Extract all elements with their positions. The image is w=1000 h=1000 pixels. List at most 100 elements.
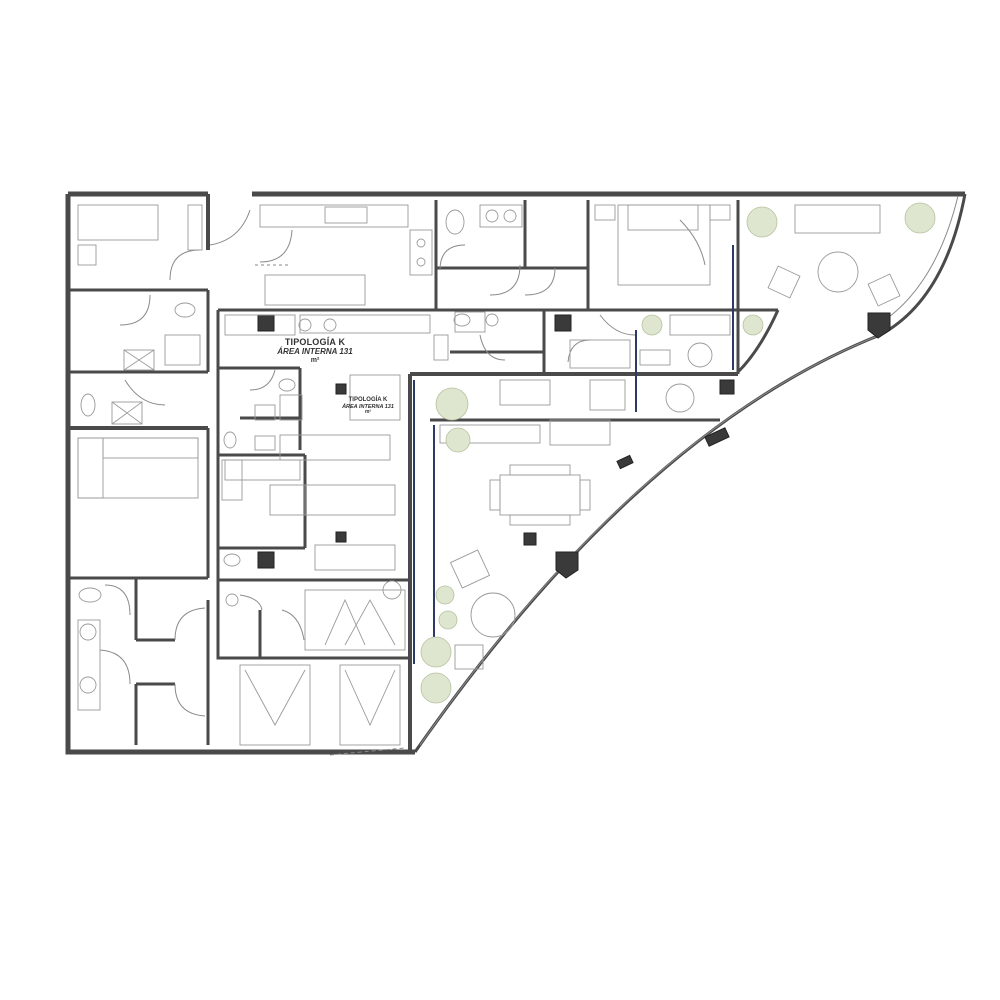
kitchen-counter — [259, 204, 409, 228]
door-swing — [169, 249, 201, 281]
kitchen-island — [264, 274, 366, 306]
column — [523, 532, 537, 546]
unit-area: ÁREA INTERNA 131 — [342, 403, 394, 410]
bed — [239, 664, 311, 746]
toilet — [453, 313, 471, 327]
plant-icon — [641, 314, 663, 336]
interior-walls — [68, 200, 780, 752]
plant-icon — [438, 610, 458, 630]
door-swing — [239, 594, 263, 611]
sofa-arm — [221, 459, 243, 501]
bed — [617, 204, 711, 286]
door-swing — [599, 314, 636, 336]
planters — [420, 202, 936, 704]
door-swing — [479, 334, 506, 361]
counter — [224, 314, 296, 336]
shower — [254, 404, 276, 421]
door-swing — [489, 264, 521, 296]
chair-row — [509, 514, 571, 526]
round-table — [665, 383, 695, 413]
doors — [99, 209, 706, 756]
shower — [111, 401, 143, 425]
unit-area: ÁREA INTERNA 131 — [277, 347, 353, 357]
column — [335, 383, 347, 395]
coffee-table — [269, 484, 306, 516]
bathtub — [279, 394, 303, 421]
unit-label-main: TIPOLOGÍA K ÁREA INTERNA 131 m² — [250, 337, 380, 365]
round-rug — [817, 251, 859, 293]
sink — [79, 623, 97, 641]
vanity — [454, 311, 486, 333]
armchair — [454, 644, 484, 670]
door-swing — [281, 609, 305, 641]
coffee-table — [687, 342, 713, 368]
sink — [79, 676, 97, 694]
exterior-walls — [65, 191, 967, 755]
basin — [485, 209, 499, 223]
central-unit-furniture — [221, 311, 499, 746]
plant-icon — [445, 427, 471, 453]
plant-icon — [435, 387, 469, 421]
sofa — [669, 314, 731, 336]
door-swing — [524, 267, 556, 296]
door-swing — [99, 649, 131, 685]
door-swing — [439, 244, 466, 271]
double-sink — [479, 204, 523, 228]
unit-label-secondary: TIPOLOGÍA K ÁREA INTERNA 131 m² — [318, 397, 418, 416]
nightstand — [709, 204, 731, 221]
bed-cover — [324, 598, 396, 646]
door-swing — [679, 219, 706, 266]
bed — [77, 437, 199, 499]
chair — [579, 479, 591, 511]
sofa — [304, 484, 396, 516]
plant-icon — [420, 672, 452, 704]
dining-bench — [569, 339, 631, 369]
shower — [254, 435, 276, 451]
toilet — [78, 587, 102, 603]
door-swing — [124, 379, 166, 406]
toilet — [174, 302, 196, 318]
column — [257, 551, 275, 569]
sink — [323, 318, 337, 332]
chair-row — [509, 464, 571, 476]
unit-area-unit: m² — [310, 356, 320, 364]
desk — [314, 544, 396, 571]
sofa — [549, 419, 611, 446]
sofa-back — [224, 459, 301, 481]
headboard — [77, 437, 104, 499]
columns — [257, 312, 891, 579]
column — [555, 551, 579, 579]
nightstand — [594, 204, 616, 221]
shower — [123, 349, 155, 371]
counter — [439, 424, 541, 444]
door-swing — [259, 229, 293, 263]
dining-table — [499, 474, 581, 516]
plant-icon — [420, 636, 452, 668]
plant-icon — [904, 202, 936, 234]
plant-icon — [435, 585, 455, 605]
column — [257, 314, 275, 332]
bathtub — [164, 334, 201, 366]
armchair — [449, 549, 491, 589]
door-swing — [119, 294, 151, 326]
basin — [485, 313, 499, 327]
shower-drain — [123, 349, 155, 371]
cooktop — [409, 229, 433, 276]
glazing — [413, 245, 734, 664]
west-wing-furniture — [77, 204, 203, 711]
round-rug — [470, 592, 516, 638]
door-swing — [174, 607, 206, 641]
sink — [324, 206, 368, 224]
side-table — [639, 349, 671, 366]
vanity — [77, 619, 101, 711]
north-furniture — [259, 204, 731, 306]
pillows — [102, 437, 199, 459]
bed — [304, 589, 406, 651]
column — [335, 531, 347, 543]
sink — [298, 318, 312, 332]
toilet — [80, 393, 96, 417]
plant-icon — [742, 314, 764, 336]
wardrobe — [187, 204, 203, 251]
bed — [339, 664, 401, 746]
armchair — [867, 273, 901, 307]
